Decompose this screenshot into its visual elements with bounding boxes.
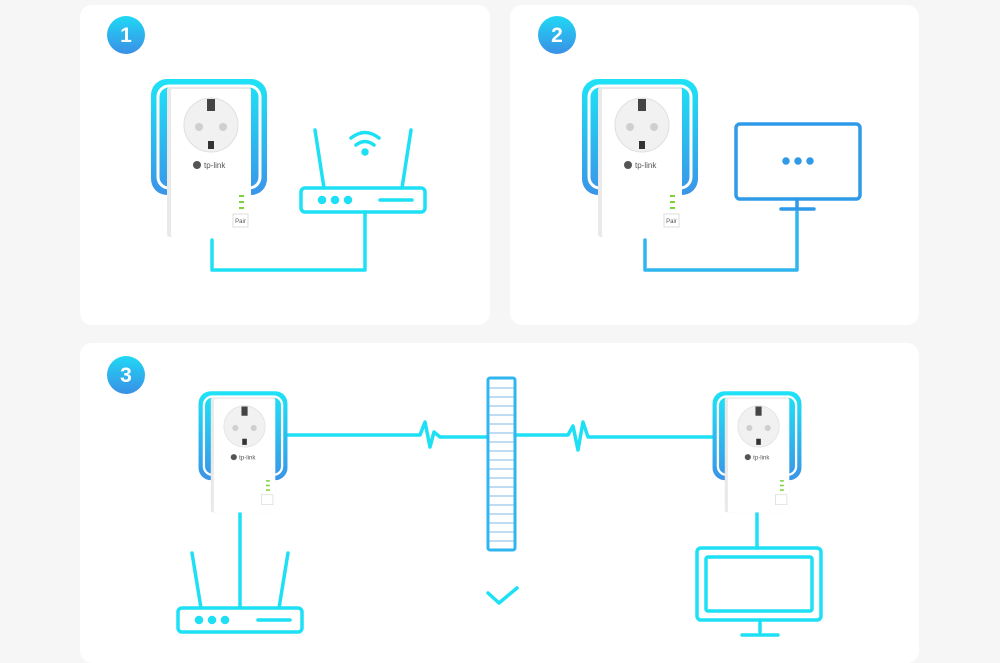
- ethernet-cable: [643, 210, 799, 272]
- ethernet-cable: [210, 210, 367, 272]
- router-icon: [176, 551, 304, 634]
- wall-icon: [486, 376, 517, 552]
- powerline-signal: [513, 420, 714, 452]
- router-icon: [299, 128, 427, 214]
- wall-bricks: [489, 387, 514, 542]
- powerline-adapter: [197, 390, 289, 513]
- powerline-adapter: [580, 77, 700, 237]
- svg-text:1: 1: [120, 24, 132, 47]
- powerline-adapter: [149, 77, 269, 237]
- pair-button-label: Pair: [235, 219, 246, 225]
- monitor-icon: [734, 122, 862, 211]
- wifi-icon: [349, 130, 381, 156]
- powerline-signal: [285, 420, 489, 449]
- powerline-adapter: [711, 390, 803, 513]
- check-icon: [486, 586, 519, 605]
- pair-button-label: Pair: [666, 219, 677, 225]
- svg-text:2: 2: [551, 24, 563, 47]
- monitor-icon: [695, 546, 823, 637]
- step-badge-1: 1: [107, 16, 145, 54]
- step-badge-3: 3: [107, 356, 145, 394]
- step-badge-2: 2: [538, 16, 576, 54]
- svg-text:3: 3: [120, 364, 132, 387]
